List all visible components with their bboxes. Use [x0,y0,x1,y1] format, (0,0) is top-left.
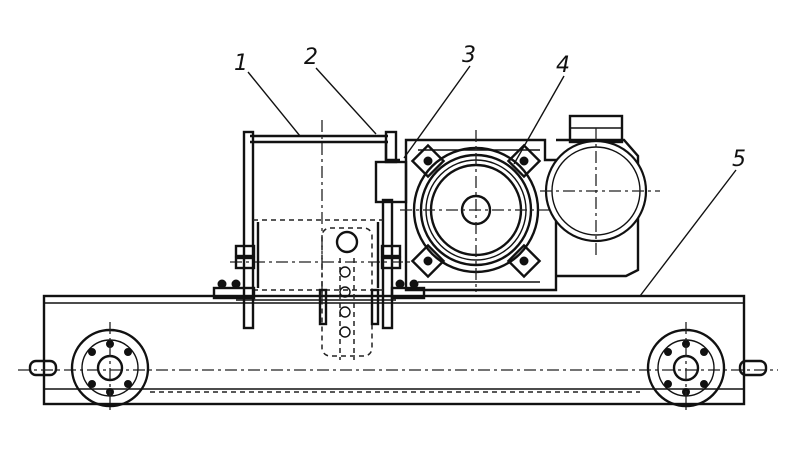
callout-leaders [247,65,737,297]
callout-label-3: 3 [462,43,476,68]
callout-label-2: 2 [304,45,318,70]
frame-beam [18,294,778,406]
callout-label-1: 1 [234,51,248,76]
gearbox [400,130,558,292]
motor [540,114,660,278]
callout-label-4: 4 [556,53,570,78]
flange-bolts [212,244,426,300]
hook-chain [318,227,380,360]
bracket [374,140,408,204]
left-wheel [28,322,150,414]
right-wheel [646,322,768,414]
callout-label-5: 5 [732,147,746,172]
drum-housing [230,120,410,330]
